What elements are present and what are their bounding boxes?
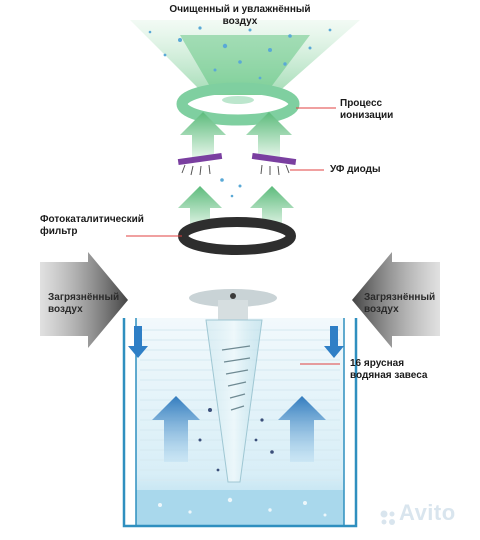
label-uv-diodes: УФ диоды xyxy=(330,164,381,175)
dirty-air-arrow-right xyxy=(352,252,440,348)
blue-down-arrow-right xyxy=(324,326,344,358)
blue-up-arrow-left xyxy=(152,396,200,462)
up-arrow-left-upper xyxy=(180,112,226,158)
watermark-text: Avito xyxy=(399,500,456,525)
clean-air-spray xyxy=(130,20,360,95)
label-dirty-air-right: Загрязнённый воздух xyxy=(364,292,436,315)
dirty-air-arrow-left xyxy=(40,252,128,348)
spray-particles xyxy=(148,26,332,80)
blue-down-arrow-left xyxy=(128,326,148,358)
water-bubbles xyxy=(158,497,327,517)
label-dirty-air-left: Загрязнённый воздух xyxy=(48,292,120,315)
up-arrow-right-upper xyxy=(246,112,292,158)
water-reservoir xyxy=(136,490,344,526)
up-arrow-right-lower xyxy=(250,186,294,228)
cap-center xyxy=(230,293,236,299)
ionization-core xyxy=(222,96,254,104)
uv-particles xyxy=(220,178,242,198)
up-arrow-left-lower xyxy=(178,186,222,228)
cap-stem xyxy=(218,300,248,320)
uv-diode-left xyxy=(177,152,223,176)
label-ionization: Процесс ионизации xyxy=(340,98,394,121)
uv-diode-right xyxy=(251,152,297,176)
avito-logo-icon xyxy=(380,506,396,526)
ionization-ring xyxy=(176,82,300,126)
avito-watermark: Avito xyxy=(380,500,456,526)
tank-particles xyxy=(198,408,274,472)
photocatalytic-filter-ring xyxy=(178,217,296,255)
cone-spiral xyxy=(221,345,251,411)
blue-up-arrow-right xyxy=(278,396,326,462)
label-photocatalytic-filter: Фотокаталитический фильтр xyxy=(40,214,144,237)
spiral-cone xyxy=(205,319,263,483)
label-water-curtain: 16 ярусная водяная завеса xyxy=(350,358,428,381)
label-clean-air: Очищенный и увлажнённый воздух xyxy=(169,4,311,27)
